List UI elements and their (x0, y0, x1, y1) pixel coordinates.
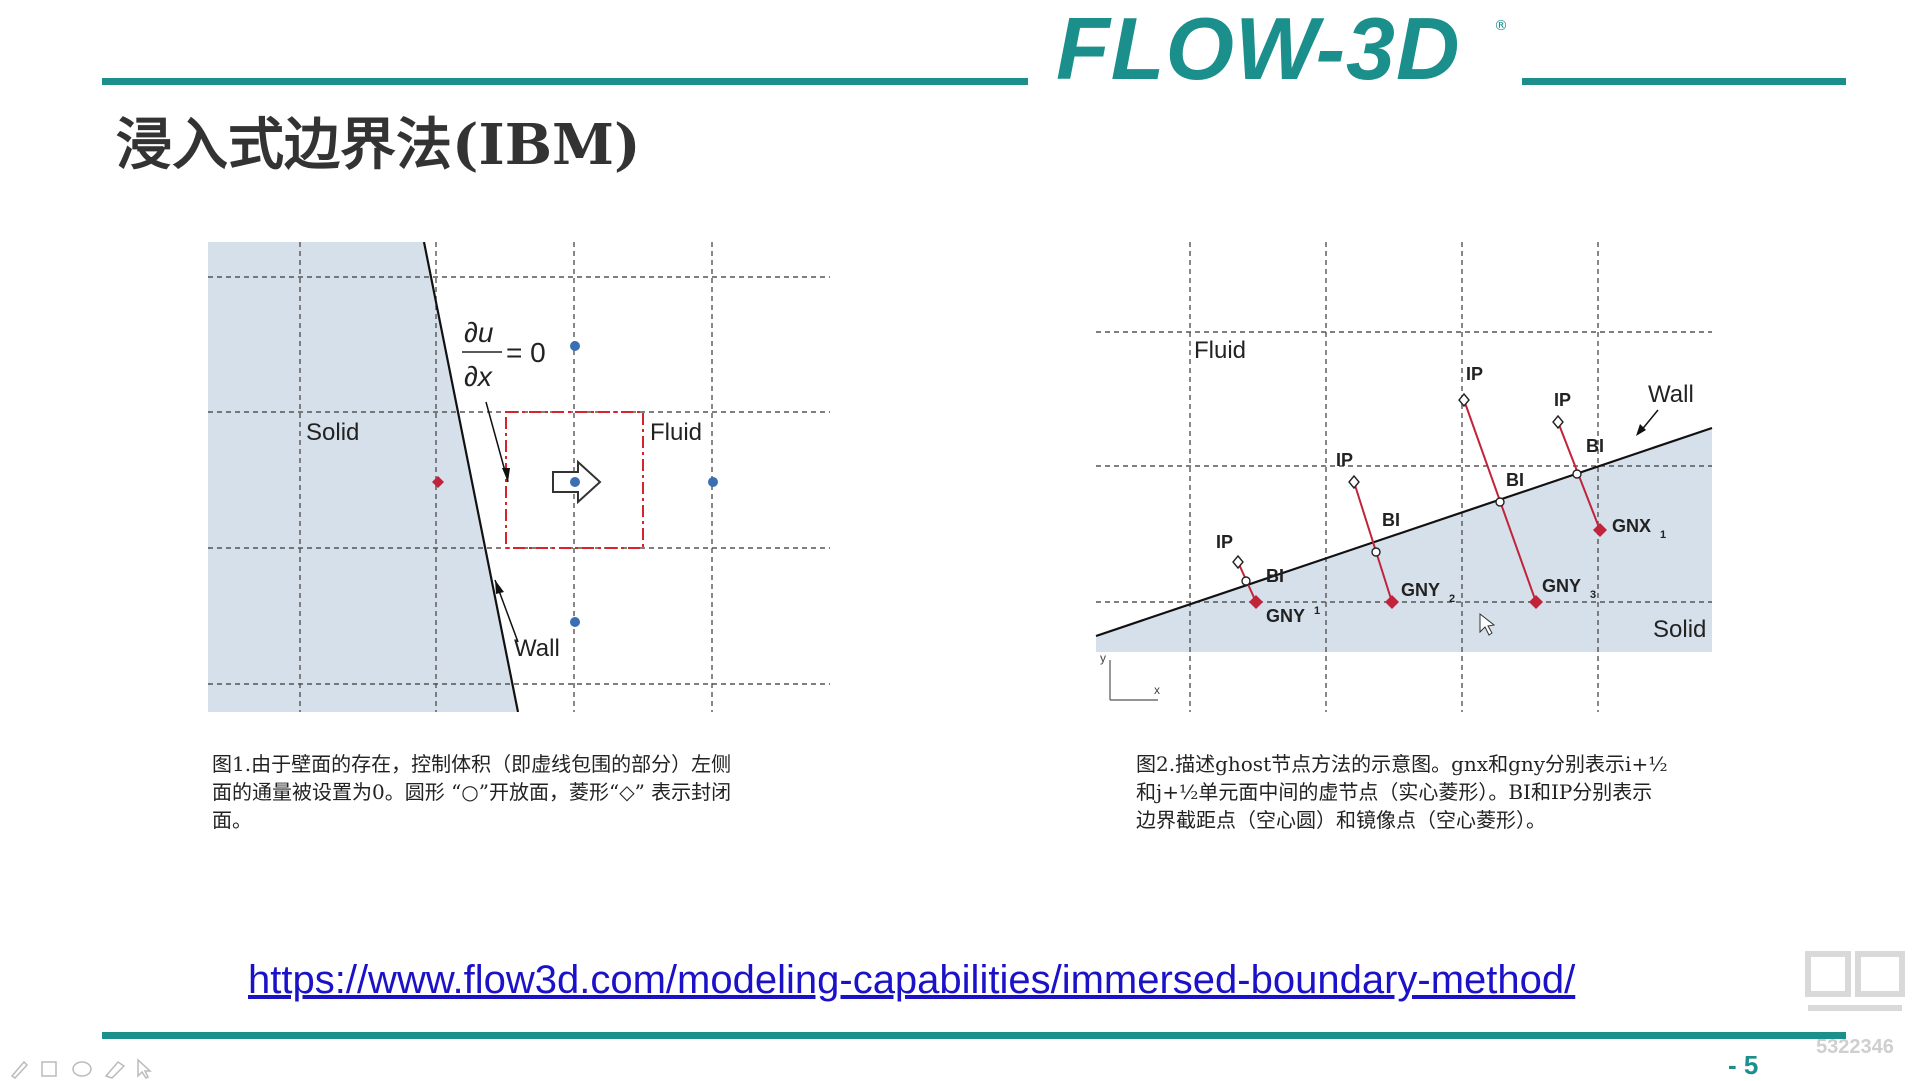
control-volume (505, 411, 644, 549)
eq-denominator: ∂x (464, 361, 493, 392)
watermark-id: 5322346 (1816, 1036, 1894, 1058)
reference-link[interactable]: https://www.flow3d.com/modeling-capabili… (248, 958, 1576, 1002)
solid-region (1096, 428, 1712, 652)
eraser-icon (72, 1061, 92, 1077)
page-title: 浸入式边界法(IBM) (116, 112, 641, 178)
label-gny2: GNY (1401, 580, 1440, 600)
caption2-line: 图2.描述ghost节点方法的示意图。gnx和gny分别表示i+½ (1136, 752, 1668, 776)
label-sub: 1 (1660, 529, 1666, 541)
label-fluid: Fluid (650, 419, 702, 446)
wall-line (1095, 426, 1713, 638)
header-rule-left (102, 78, 1028, 85)
label-sub: 1 (1314, 605, 1320, 617)
label-wall: Wall (1648, 381, 1694, 408)
wall-line (422, 242, 520, 712)
label-ip: IP (1554, 390, 1571, 410)
solid-region (208, 242, 518, 712)
label-bi: BI (1382, 510, 1400, 530)
label-gnx1: GNX (1612, 516, 1651, 536)
eq-rhs: = 0 (506, 337, 546, 368)
axis-y: y (1100, 651, 1106, 665)
node-closed-left (432, 476, 444, 488)
label-bi: BI (1586, 436, 1604, 456)
highlighter-icon (41, 1061, 57, 1077)
label-solid: Solid (1653, 616, 1706, 643)
laser-icon (104, 1061, 126, 1079)
boundary-intercepts (1241, 469, 1582, 586)
label-solid: Solid (306, 419, 359, 446)
label-fluid: Fluid (1194, 337, 1246, 364)
caption1-line: 面。 (212, 808, 252, 832)
node-open-bottom (570, 617, 580, 627)
ghost-nodes (1249, 523, 1607, 609)
label-sub: 2 (1449, 593, 1455, 605)
label-bi: BI (1266, 566, 1284, 586)
caption2-line: 边界截距点（空心圆）和镜像点（空心菱形）。 (1136, 808, 1546, 832)
figure1-caption: 图1.由于壁面的存在，控制体积（即虚线包围的部分）左侧 面的通量被设置为0。圆形… (212, 750, 852, 834)
axis-x: x (1154, 683, 1160, 697)
mouse-cursor-icon (1479, 612, 1496, 636)
pen-icon (10, 1060, 29, 1079)
header-rule-right (1522, 78, 1846, 85)
watermark: 5322346 (1800, 946, 1910, 1058)
label-wall: Wall (514, 635, 560, 662)
node-open-center (570, 477, 580, 487)
figure2-caption: 图2.描述ghost节点方法的示意图。gnx和gny分别表示i+½ 和j+½单元… (1136, 750, 1756, 834)
label-gny1: GNY (1266, 606, 1305, 626)
pointer-icon (137, 1058, 152, 1079)
figure2-diagram: y x Fluid Wall Solid IP IP IP IP BI BI B… (1090, 242, 1730, 712)
eq-numerator: ∂u (464, 317, 494, 348)
label-ip: IP (1466, 364, 1483, 384)
label-sub: 3 (1590, 589, 1596, 601)
caption1-line: 面的通量被设置为0。圆形 “○”开放面，菱形“◇” 表示封闭 (212, 780, 732, 804)
grid-lines (1096, 242, 1712, 712)
caption1-line: 图1.由于壁面的存在，控制体积（即虚线包围的部分）左侧 (212, 752, 732, 776)
node-open-right (708, 477, 718, 487)
logo-text: FLOW-3D (1056, 0, 1461, 98)
figure1-diagram: Solid Fluid Wall ∂u ∂x = 0 (208, 242, 830, 712)
flow3d-logo: FLOW-3D ® (1056, 0, 1518, 98)
label-gny3: GNY (1542, 576, 1581, 596)
label-bi: BI (1506, 470, 1524, 490)
annotation-toolbar[interactable] (8, 1056, 158, 1080)
label-ip: IP (1216, 532, 1233, 552)
page-number: - 5 (1728, 1050, 1759, 1080)
label-ip: IP (1336, 450, 1353, 470)
caption2-line: 和j+½单元面中间的虚节点（实心菱形）。BI和IP分别表示 (1136, 780, 1653, 804)
node-open-top (570, 341, 580, 351)
watermark-logo-icon (1805, 951, 1905, 1011)
registered-mark: ® (1494, 18, 1508, 34)
footer-rule (102, 1032, 1846, 1039)
image-points (1232, 392, 1564, 570)
